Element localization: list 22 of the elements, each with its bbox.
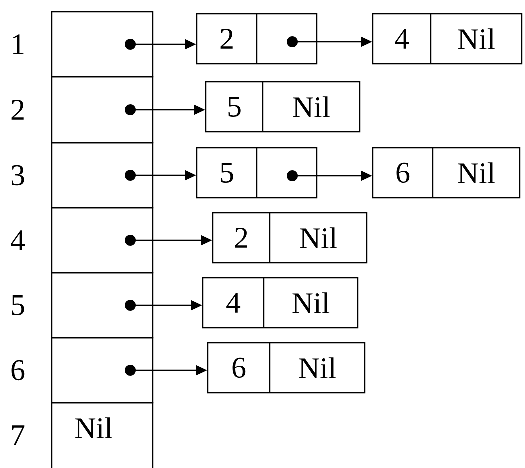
array-cell <box>51 76 154 144</box>
row-number: 6 <box>12 360 25 381</box>
record-box: 2 <box>196 13 318 65</box>
record-box: 6 Nil <box>207 342 366 394</box>
array-cell <box>51 142 154 209</box>
row-number: 1 <box>13 34 24 54</box>
record-box: 5 Nil <box>205 81 361 133</box>
array-cell <box>51 11 154 78</box>
array-cell: Nil <box>51 402 154 468</box>
array-cell <box>51 337 154 404</box>
row-number: 3 <box>12 165 24 186</box>
record-box: 4 Nil <box>372 13 523 65</box>
row-number: 2 <box>12 100 24 120</box>
record-box: 6 Nil <box>372 147 521 199</box>
array-cell <box>51 272 154 339</box>
row-number: 4 <box>11 230 26 250</box>
array-cell <box>51 207 154 274</box>
record-box: 4 Nil <box>202 277 359 329</box>
record-box: 2 Nil <box>212 212 368 264</box>
row-number: 5 <box>12 296 24 316</box>
row-number: 7 <box>12 426 25 446</box>
record-box: 5 <box>196 147 318 199</box>
